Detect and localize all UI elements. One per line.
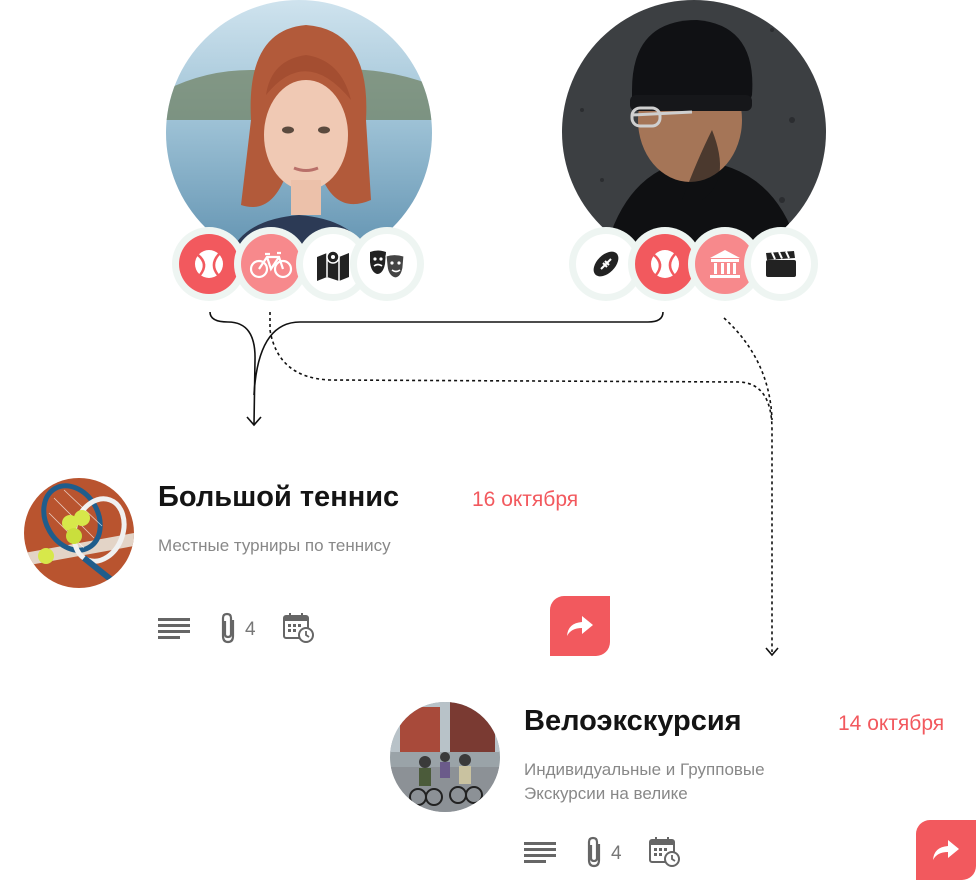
interest-chip-tennis-2[interactable] [628, 227, 702, 301]
event-description: Местные турниры по теннису [158, 536, 391, 555]
interest-chip-cycling[interactable] [234, 227, 308, 301]
paperclip-icon-2[interactable] [584, 836, 606, 873]
share-icon [567, 616, 593, 636]
paperclip-icon[interactable] [218, 612, 240, 649]
interest-chip-tennis[interactable] [172, 227, 246, 301]
event-date: 16 октября [472, 488, 579, 511]
event-image-tennis[interactable] [24, 478, 134, 588]
tennis-icon-2 [635, 234, 695, 294]
event-title[interactable]: Большой теннис [158, 481, 400, 513]
share-icon-2 [933, 840, 959, 860]
calendar-clock-icon[interactable] [283, 612, 315, 649]
clapperboard-icon [751, 234, 811, 294]
event-description-2: Индивидуальные и Групповые Экскурсии на … [524, 758, 765, 806]
american-football-icon [576, 234, 636, 294]
share-button[interactable] [550, 596, 610, 656]
bicycle-icon [241, 234, 301, 294]
attachment-count-2: 4 [611, 843, 622, 864]
attachment-count: 4 [245, 619, 256, 640]
theater-masks-icon [357, 234, 417, 294]
text-lines-icon-2[interactable] [524, 840, 556, 871]
user-avatar-man [562, 0, 826, 264]
interest-chip-cinema[interactable] [744, 227, 818, 301]
tennis-icon [179, 234, 239, 294]
event-image-bike-tour[interactable] [390, 702, 500, 812]
event-description-line-2: Экскурсии на велике [524, 784, 688, 803]
text-lines-icon[interactable] [158, 616, 190, 647]
interest-chip-theater[interactable] [350, 227, 424, 301]
event-date-2: 14 октября [838, 712, 945, 735]
event-title-2[interactable]: Велоэкскурсия [524, 705, 742, 737]
event-description-line-1: Индивидуальные и Групповые [524, 760, 765, 779]
calendar-clock-icon-2[interactable] [649, 836, 681, 873]
share-button-2[interactable] [916, 820, 976, 880]
